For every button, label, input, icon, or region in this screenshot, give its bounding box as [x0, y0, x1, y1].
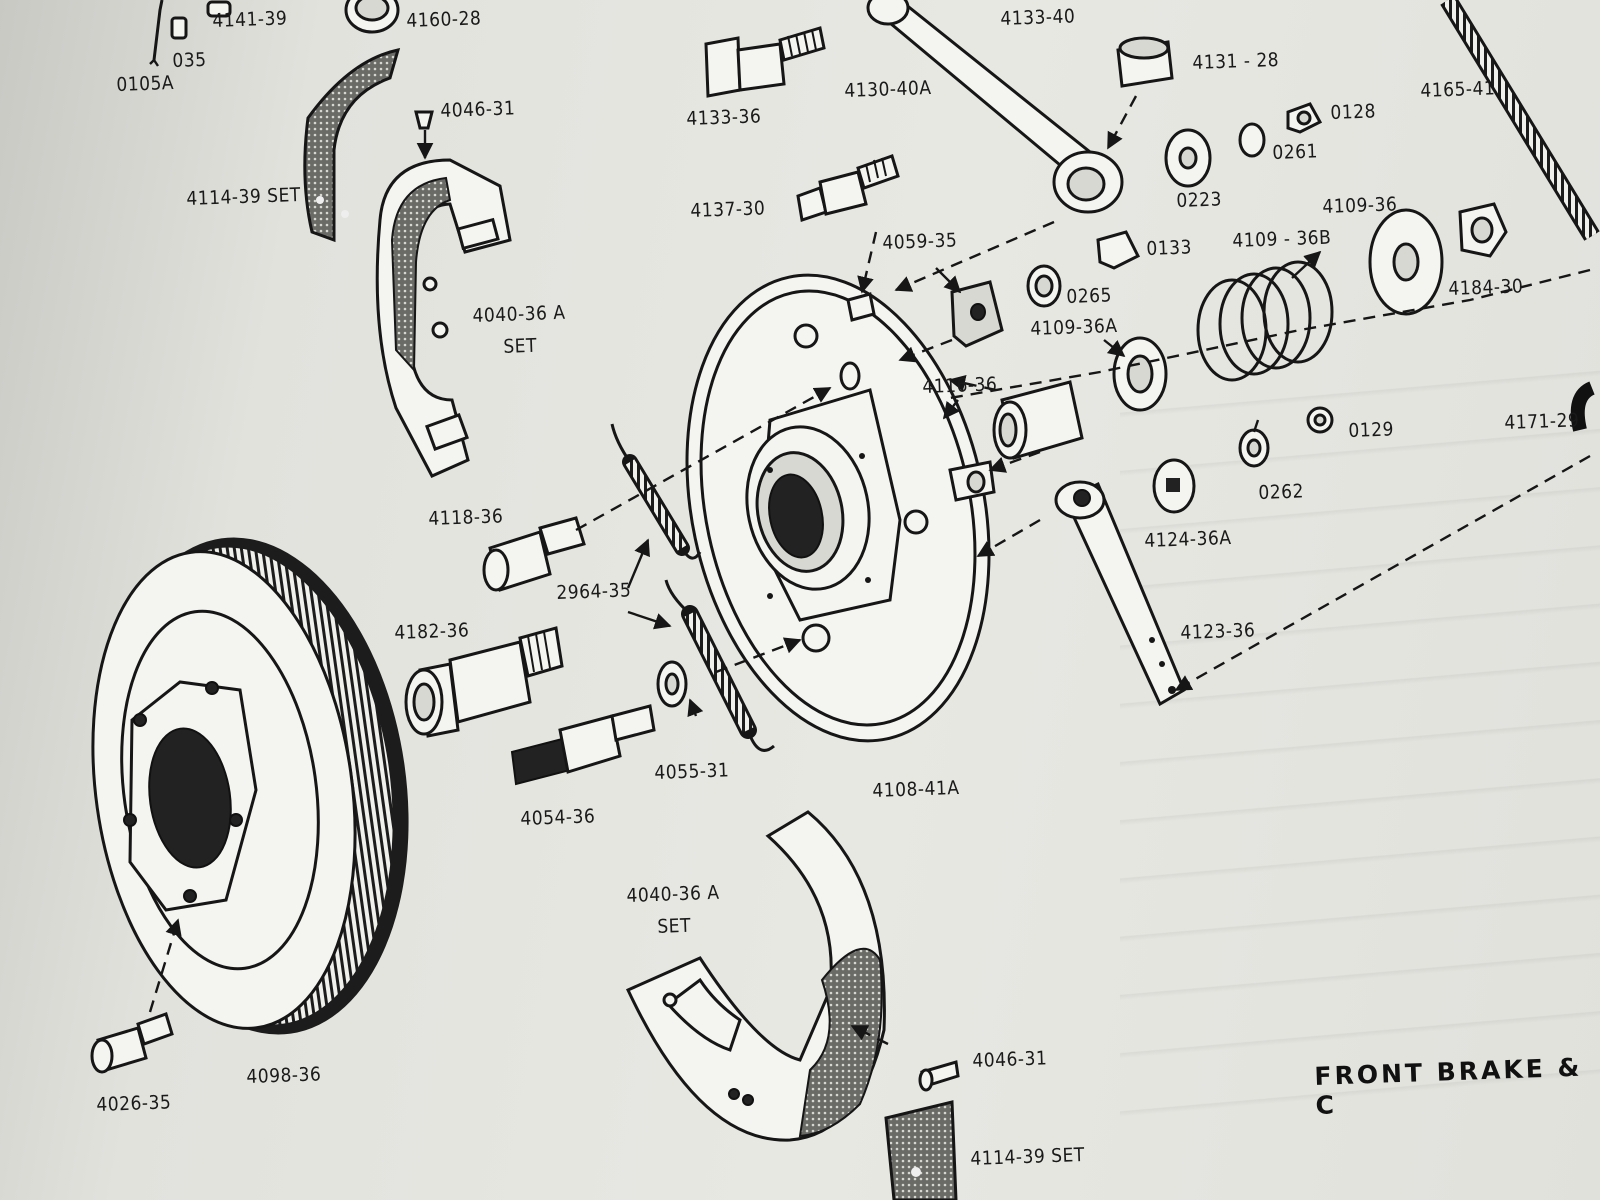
rivet-4046-31-bottom [918, 1060, 960, 1092]
label-4171-29: 4171-29 [1504, 409, 1580, 434]
label-035: 035 [172, 48, 207, 72]
label-4116-36: 4116-36 [922, 373, 998, 398]
adjuster-4054-36 [510, 704, 656, 786]
label-0128: 0128 [1330, 100, 1377, 124]
assembly-leader-lines [575, 220, 1591, 1046]
label-2964-35: 2964-35 [556, 579, 632, 604]
label-4108-41a: 4108-41A [872, 776, 960, 802]
label-4054-36: 4054-36 [520, 805, 596, 830]
label-4165-41: 4165-41 [1420, 77, 1496, 102]
label-4040-36a-top: 4040-36 A [472, 301, 566, 327]
label-4040-36a-set-top: 4040-36 A SET [472, 297, 567, 364]
washer-4124-36a [1152, 458, 1196, 514]
adjuster-4118-36 [482, 516, 586, 592]
washer-4055-31 [656, 660, 688, 708]
label-4130-40a: 4130-40A [844, 76, 932, 102]
lockwasher-0262 [1238, 428, 1270, 468]
bolt-4137-30 [796, 154, 900, 222]
label-4133-40: 4133-40 [1000, 5, 1076, 30]
label-4182-36: 4182-36 [394, 619, 470, 644]
label-4098-36: 4098-36 [246, 1063, 322, 1088]
diagram-title: FRONT BRAKE & C [1314, 1052, 1583, 1120]
lever-4130-40a [866, 0, 1138, 214]
label-4141-39: 4141-39 [212, 7, 288, 32]
label-4109-36: 4109-36 [1322, 193, 1398, 218]
label-4114-39-set-bottom: 4114-39 SET [970, 1144, 1086, 1170]
label-0261: 0261 [1272, 140, 1319, 164]
label-4046-31-bottom: 4046-31 [972, 1047, 1048, 1072]
backing-plate-4108-41a [685, 273, 996, 743]
sleeve-4116-36 [992, 380, 1084, 460]
label-4114-39-set-top: 4114-39 SET [186, 184, 302, 210]
label-4131-28: 4131 - 28 [1192, 48, 1280, 74]
label-4118-36: 4118-36 [428, 505, 504, 530]
label-4133-36: 4133-36 [686, 105, 762, 130]
adjuster-screw-4182-36 [404, 626, 564, 738]
cable-4165-41 [1440, 0, 1600, 241]
label-4059-35: 4059-35 [882, 229, 958, 254]
label-set-top: SET [502, 334, 538, 358]
label-4184-30: 4184-30 [1448, 275, 1524, 300]
brake-shoe-top [375, 110, 512, 478]
bushing-4160-28 [344, 0, 400, 34]
label-4109-36b: 4109 - 36B [1232, 226, 1332, 252]
label-0262: 0262 [1258, 480, 1305, 504]
screw-0105a [149, 0, 164, 67]
label-0105a: 0105A [116, 71, 175, 96]
brake-lining-bottom [884, 1100, 958, 1200]
spring-2964-35-upper [610, 423, 702, 560]
brake-shoe-bottom [625, 810, 886, 1142]
lockwasher-0265 [1026, 264, 1062, 308]
brake-lining-top [303, 48, 401, 243]
label-4123-36: 4123-36 [1180, 619, 1256, 644]
screw-035 [170, 16, 188, 40]
brake-drum-4098-36 [91, 537, 409, 1035]
label-4055-31: 4055-31 [654, 759, 730, 784]
nut-0133 [1096, 230, 1141, 270]
label-0129: 0129 [1348, 418, 1395, 442]
label-4137-30: 4137-30 [690, 197, 766, 222]
wheel-stud-4026-35 [90, 918, 182, 1074]
label-4026-35: 4026-35 [96, 1091, 172, 1116]
nut-4184-30 [1458, 202, 1508, 258]
label-0223: 0223 [1176, 188, 1223, 212]
eccentric-4059-35 [950, 280, 1004, 348]
label-set-bottom: SET [656, 914, 692, 938]
label-0133: 0133 [1146, 236, 1193, 260]
label-4124-36a: 4124-36A [1144, 526, 1232, 552]
washer-4109-36a [1112, 336, 1168, 412]
nut-0129 [1306, 406, 1334, 434]
lockwasher-0261 [1238, 122, 1266, 158]
nut-0128 [1286, 102, 1323, 134]
washer-4109-36 [1368, 208, 1444, 316]
label-4040-36a-set-bottom: 4040-36 A SET [626, 877, 721, 944]
label-4046-31-top: 4046-31 [440, 97, 516, 122]
label-4040-36a-bottom: 4040-36 A [626, 881, 720, 907]
nut-4131-28 [1116, 36, 1174, 88]
label-4109-36a: 4109-36A [1030, 314, 1118, 340]
label-4160-28: 4160-28 [406, 7, 482, 32]
label-0265: 0265 [1066, 284, 1113, 308]
lever-4123-36 [1054, 480, 1186, 707]
washer-0223 [1164, 128, 1212, 188]
clip-4171-29 [1570, 381, 1596, 432]
clip-4141-39 [206, 0, 232, 18]
bolt-4133-36 [704, 26, 826, 98]
spring-4109-36b [1196, 260, 1334, 382]
